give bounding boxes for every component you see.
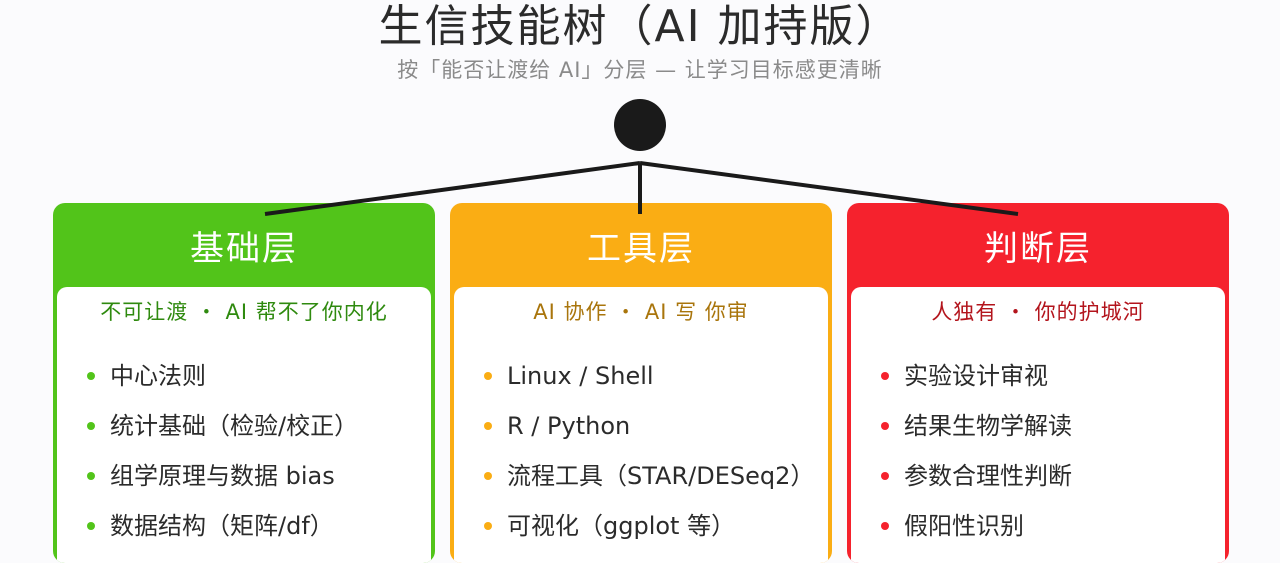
skill-item: 结果生物学解读 — [881, 409, 1225, 459]
skill-label: Linux / Shell — [507, 362, 654, 390]
skill-item: 统计基础（检验/校正） — [87, 409, 431, 459]
layer-title: 判断层 — [984, 228, 1092, 269]
layer-title: 基础层 — [190, 228, 298, 269]
skill-label: 组学原理与数据 bias — [110, 462, 335, 490]
layer-title: 工具层 — [587, 228, 695, 269]
skill-label: R / Python — [507, 412, 631, 440]
skill-label: 结果生物学解读 — [904, 412, 1072, 440]
layer-subtitle: 不可让渡 ・ AI 帮不了你内化 — [100, 300, 388, 324]
tree-connectors — [264, 99, 1019, 216]
bullet-dot-icon — [484, 422, 492, 430]
skill-item: 组学原理与数据 bias — [87, 459, 431, 509]
layer-card-tools: 工具层 AI 协作 ・ AI 写 你审 Linux / Shell R / Py… — [450, 203, 832, 563]
skill-label: 流程工具（STAR/DESeq2） — [507, 462, 815, 490]
skill-item: 假阳性识别 — [881, 509, 1225, 559]
diagram-subtitle: 按「能否让渡给 AI」分层 — 让学习目标感更清晰 — [397, 58, 883, 82]
skill-item: 参数合理性判断 — [881, 459, 1225, 509]
root-node-icon — [614, 99, 666, 151]
bullet-dot-icon — [881, 472, 889, 480]
diagram-title: 生信技能树（AI 加持版） — [378, 1, 902, 52]
layer-subtitle: AI 协作 ・ AI 写 你审 — [533, 300, 749, 324]
layer-card-foundation: 基础层 不可让渡 ・ AI 帮不了你内化 中心法则 统计基础（检验/校正） 组学… — [53, 203, 435, 563]
connector-line-left — [264, 161, 641, 216]
skill-label: 可视化（ggplot 等） — [507, 512, 736, 540]
skill-item: 流程工具（STAR/DESeq2） — [484, 459, 828, 509]
skill-label: 数据结构（矩阵/df） — [110, 512, 334, 540]
bullet-dot-icon — [484, 522, 492, 530]
connector-line-right — [639, 161, 1019, 216]
skill-label: 参数合理性判断 — [904, 462, 1072, 490]
skill-item: Linux / Shell — [484, 359, 828, 409]
skill-label: 实验设计审视 — [904, 362, 1048, 390]
skill-item: 数据结构（矩阵/df） — [87, 509, 431, 559]
skill-item: R / Python — [484, 409, 828, 459]
layer-body: AI 协作 ・ AI 写 你审 Linux / Shell R / Python… — [454, 287, 828, 563]
bullet-dot-icon — [881, 372, 889, 380]
bullet-dot-icon — [484, 472, 492, 480]
bullet-dot-icon — [87, 422, 95, 430]
skill-list: 中心法则 统计基础（检验/校正） 组学原理与数据 bias 数据结构（矩阵/df… — [57, 359, 431, 559]
skill-list: Linux / Shell R / Python 流程工具（STAR/DESeq… — [454, 359, 828, 559]
bullet-dot-icon — [87, 372, 95, 380]
skill-label: 中心法则 — [110, 362, 206, 390]
layer-body: 不可让渡 ・ AI 帮不了你内化 中心法则 统计基础（检验/校正） 组学原理与数… — [57, 287, 431, 563]
bullet-dot-icon — [87, 472, 95, 480]
skill-item: 可视化（ggplot 等） — [484, 509, 828, 559]
skill-label: 统计基础（检验/校正） — [110, 412, 359, 440]
bullet-dot-icon — [484, 372, 492, 380]
skill-item: 实验设计审视 — [881, 359, 1225, 409]
layer-card-judgment: 判断层 人独有 ・ 你的护城河 实验设计审视 结果生物学解读 参数合理性判断 假… — [847, 203, 1229, 563]
bullet-dot-icon — [881, 522, 889, 530]
bullet-dot-icon — [881, 422, 889, 430]
skill-item: 中心法则 — [87, 359, 431, 409]
bullet-dot-icon — [87, 522, 95, 530]
layer-body: 人独有 ・ 你的护城河 实验设计审视 结果生物学解读 参数合理性判断 假阳性识别 — [851, 287, 1225, 563]
layer-subtitle: 人独有 ・ 你的护城河 — [931, 300, 1145, 324]
skill-list: 实验设计审视 结果生物学解读 参数合理性判断 假阳性识别 — [851, 359, 1225, 559]
skill-label: 假阳性识别 — [904, 512, 1024, 540]
